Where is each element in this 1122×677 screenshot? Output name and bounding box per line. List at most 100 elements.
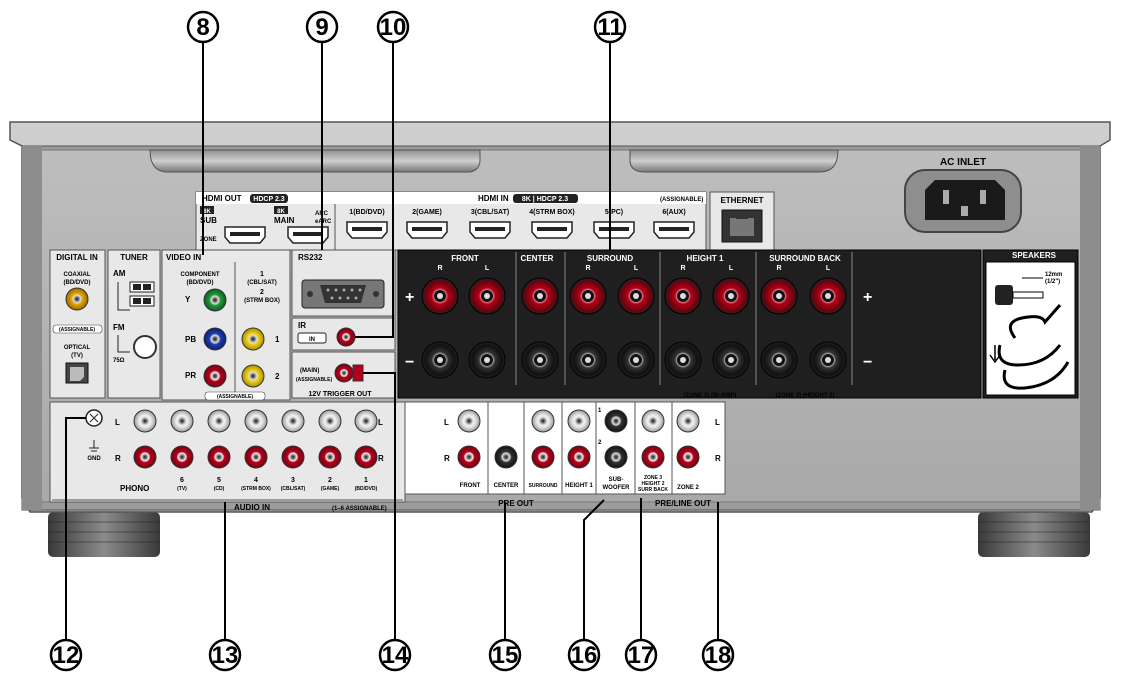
woofer-label: WOOFER: [603, 485, 631, 491]
center-c-plus-terminal[interactable]: [521, 277, 559, 315]
audio-in-2-r-jack[interactable]: [318, 445, 342, 469]
audio-in-5-l-jack[interactable]: [207, 409, 231, 433]
video-in-title: VIDEO IN: [166, 253, 201, 262]
subwoofer-1-jack[interactable]: [604, 409, 628, 433]
audio-in-3-l-jack[interactable]: [281, 409, 305, 433]
surround-back-r-minus-terminal[interactable]: [760, 341, 798, 379]
audio-in-3-source: (CBL/SAT): [281, 486, 306, 492]
surround-r-minus-terminal[interactable]: [569, 341, 607, 379]
height1-l-plus-terminal[interactable]: [712, 277, 750, 315]
callout-17: 17: [624, 638, 658, 672]
surround-back-l-minus-terminal[interactable]: [809, 341, 847, 379]
pre-out-center-jack[interactable]: [494, 445, 518, 469]
pre-out-surround-label: SURROUND: [529, 483, 558, 489]
subwoofer-2-jack[interactable]: [604, 445, 628, 469]
front-l-minus-terminal[interactable]: [468, 341, 506, 379]
height1-r-plus-terminal[interactable]: [664, 277, 702, 315]
surround-back-l-label: L: [826, 265, 831, 272]
zone3-r-jack[interactable]: [641, 445, 665, 469]
hdmi-in-badge: 8K | HDCP 2.3: [522, 196, 568, 203]
height1-r-minus-terminal[interactable]: [664, 341, 702, 379]
fm-antenna-jack[interactable]: [133, 335, 157, 359]
front-label: FRONT: [451, 254, 479, 263]
phono-label: PHONO: [120, 484, 149, 493]
pre-out-surround-r-jack[interactable]: [531, 445, 555, 469]
am-antenna-terminal[interactable]: [129, 281, 155, 307]
composite-1-jack[interactable]: [241, 327, 265, 351]
hdmi-in-title: HDMI IN: [478, 194, 509, 203]
center-label: CENTER: [521, 254, 554, 263]
zone2-l-jack[interactable]: [676, 409, 700, 433]
hdmi-out-title: HDMI OUT: [202, 194, 242, 203]
ir-in-jack[interactable]: [336, 327, 356, 347]
front-l-plus-terminal[interactable]: [468, 277, 506, 315]
phono-r-jack[interactable]: [133, 445, 157, 469]
pre-out-height1-l-jack[interactable]: [567, 409, 591, 433]
audio-in-2-l-jack[interactable]: [318, 409, 342, 433]
component-pr-jack[interactable]: [203, 364, 227, 388]
component-pb-jack[interactable]: [203, 327, 227, 351]
height1-l-minus-terminal[interactable]: [712, 341, 750, 379]
surround-r-plus-terminal[interactable]: [569, 277, 607, 315]
audio-in-1-l-jack[interactable]: [354, 409, 378, 433]
coaxial-jack[interactable]: [65, 287, 89, 311]
pre-out-height1-r-jack[interactable]: [567, 445, 591, 469]
audio-in-6-number: 6: [180, 477, 184, 484]
callout-17-number: 17: [628, 642, 655, 669]
audio-in-6-l-jack[interactable]: [170, 409, 194, 433]
ethernet-port[interactable]: [721, 209, 763, 243]
hdmi-in-label-2: 2(GAME): [412, 209, 442, 216]
audio-in-3-r-jack[interactable]: [281, 445, 305, 469]
hdmi-in-port-3[interactable]: [469, 221, 511, 239]
optical-jack[interactable]: [65, 362, 89, 384]
line-out-r-label: R: [715, 454, 721, 463]
front-r-plus-terminal[interactable]: [421, 277, 459, 315]
front-r-minus-terminal[interactable]: [421, 341, 459, 379]
zone3-label: ZONE 3: [644, 475, 662, 481]
surround-l-plus-terminal[interactable]: [617, 277, 655, 315]
pre-out-front-r-jack[interactable]: [457, 445, 481, 469]
hdmi-in-port-1[interactable]: [346, 221, 388, 239]
hdmi-main-badge: 8K: [277, 209, 285, 215]
height1-label: HEIGHT 1: [687, 254, 724, 263]
digital-in-title: DIGITAL IN: [56, 253, 98, 262]
zone3-l-jack[interactable]: [641, 409, 665, 433]
zone2-r-jack[interactable]: [676, 445, 700, 469]
ethernet-section: ETHERNET: [709, 191, 775, 251]
pre-out-front-l-jack[interactable]: [457, 409, 481, 433]
phono-l-jack[interactable]: [133, 409, 157, 433]
audio-in-6-r-jack[interactable]: [170, 445, 194, 469]
zone2-biamp-label: (ZONE 2) (BI-AMP): [684, 393, 737, 399]
hdmi-section: HDMI OUT HDCP 2.3 8K SUB ZONE 8K MAIN AR…: [195, 191, 707, 251]
component-y-jack[interactable]: [203, 288, 227, 312]
audio-in-title: AUDIO IN: [234, 503, 270, 512]
surround-back-r-plus-terminal[interactable]: [760, 277, 798, 315]
digital-assignable: (ASSIGNABLE): [59, 327, 95, 333]
hdmi-out-sub-port[interactable]: [224, 226, 266, 244]
ac-inlet[interactable]: AC INLET: [904, 157, 1022, 233]
height1-l-label: L: [729, 265, 734, 272]
audio-in-5-r-jack[interactable]: [207, 445, 231, 469]
wireless-antennas: [149, 149, 839, 173]
hdmi-in-port-5[interactable]: [593, 221, 635, 239]
surround-l-minus-terminal[interactable]: [617, 341, 655, 379]
sub-label: SUB-: [609, 477, 624, 483]
audio-in-1-r-jack[interactable]: [354, 445, 378, 469]
center-c-minus-terminal[interactable]: [521, 341, 559, 379]
audio-in-4-l-jack[interactable]: [244, 409, 268, 433]
hdmi-in-port-2[interactable]: [406, 221, 448, 239]
trigger-out-jack[interactable]: [334, 363, 364, 383]
audio-in-1-number: 1: [364, 477, 368, 484]
audio-in-5-number: 5: [217, 477, 221, 484]
rs232-port[interactable]: [301, 279, 385, 309]
surround-back-l-plus-terminal[interactable]: [809, 277, 847, 315]
pre-out-surround-l-jack[interactable]: [531, 409, 555, 433]
audio-in-4-r-jack[interactable]: [244, 445, 268, 469]
feet: [48, 512, 1090, 557]
pre-out-l-label: L: [444, 418, 449, 427]
am-label: AM: [113, 269, 126, 278]
audio-in-r-label: R: [378, 454, 384, 463]
hdmi-in-port-6[interactable]: [653, 221, 695, 239]
hdmi-in-port-4[interactable]: [531, 221, 573, 239]
composite-2-jack[interactable]: [241, 364, 265, 388]
